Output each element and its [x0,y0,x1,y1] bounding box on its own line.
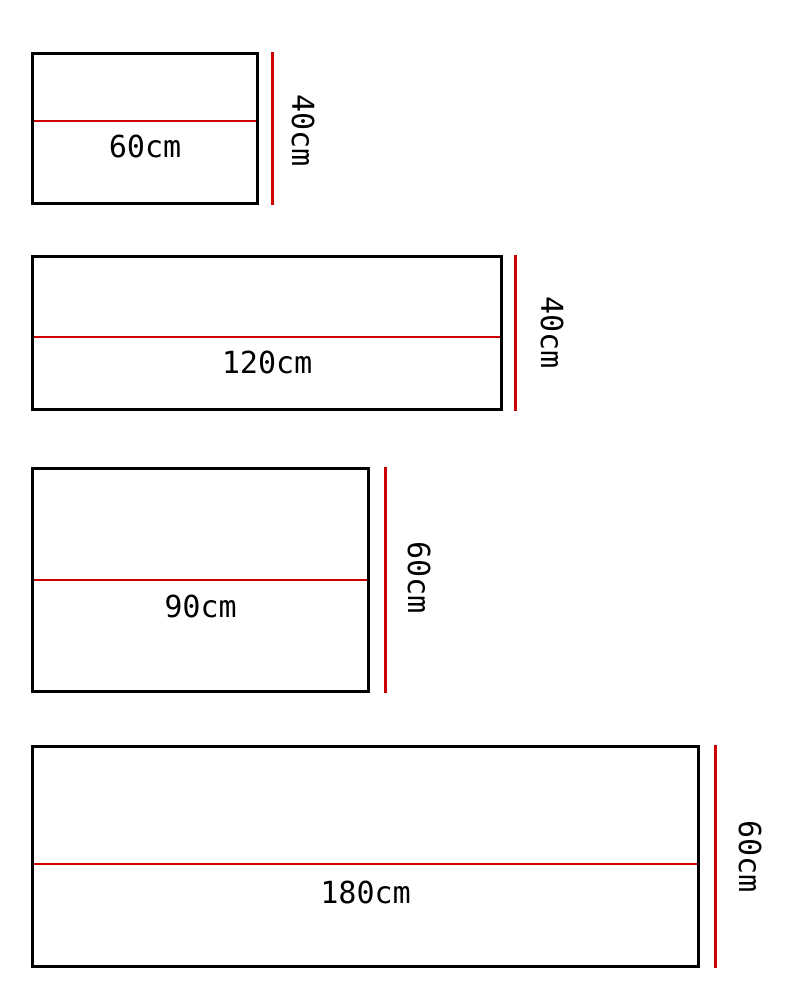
width-measure-line [34,120,256,122]
height-measure-line [714,745,717,968]
height-label: 40cm [284,94,319,167]
width-label: 120cm [221,346,313,381]
height-measure-line [271,52,274,205]
height-measure-line [514,255,517,411]
height-label: 40cm [533,296,568,369]
panel-60x40: 60cm [31,52,259,205]
width-label: 180cm [320,876,411,911]
panel-90x60: 90cm [31,467,370,693]
height-label: 60cm [731,820,766,893]
width-label: 60cm [108,130,182,165]
width-label: 90cm [164,590,237,625]
width-measure-line [34,579,367,581]
width-measure-line [34,863,697,865]
height-label: 60cm [400,541,435,614]
panel-120x40: 120cm [31,255,503,411]
height-measure-line [384,467,387,693]
width-measure-line [34,336,500,338]
panel-180x60: 180cm [31,745,700,968]
